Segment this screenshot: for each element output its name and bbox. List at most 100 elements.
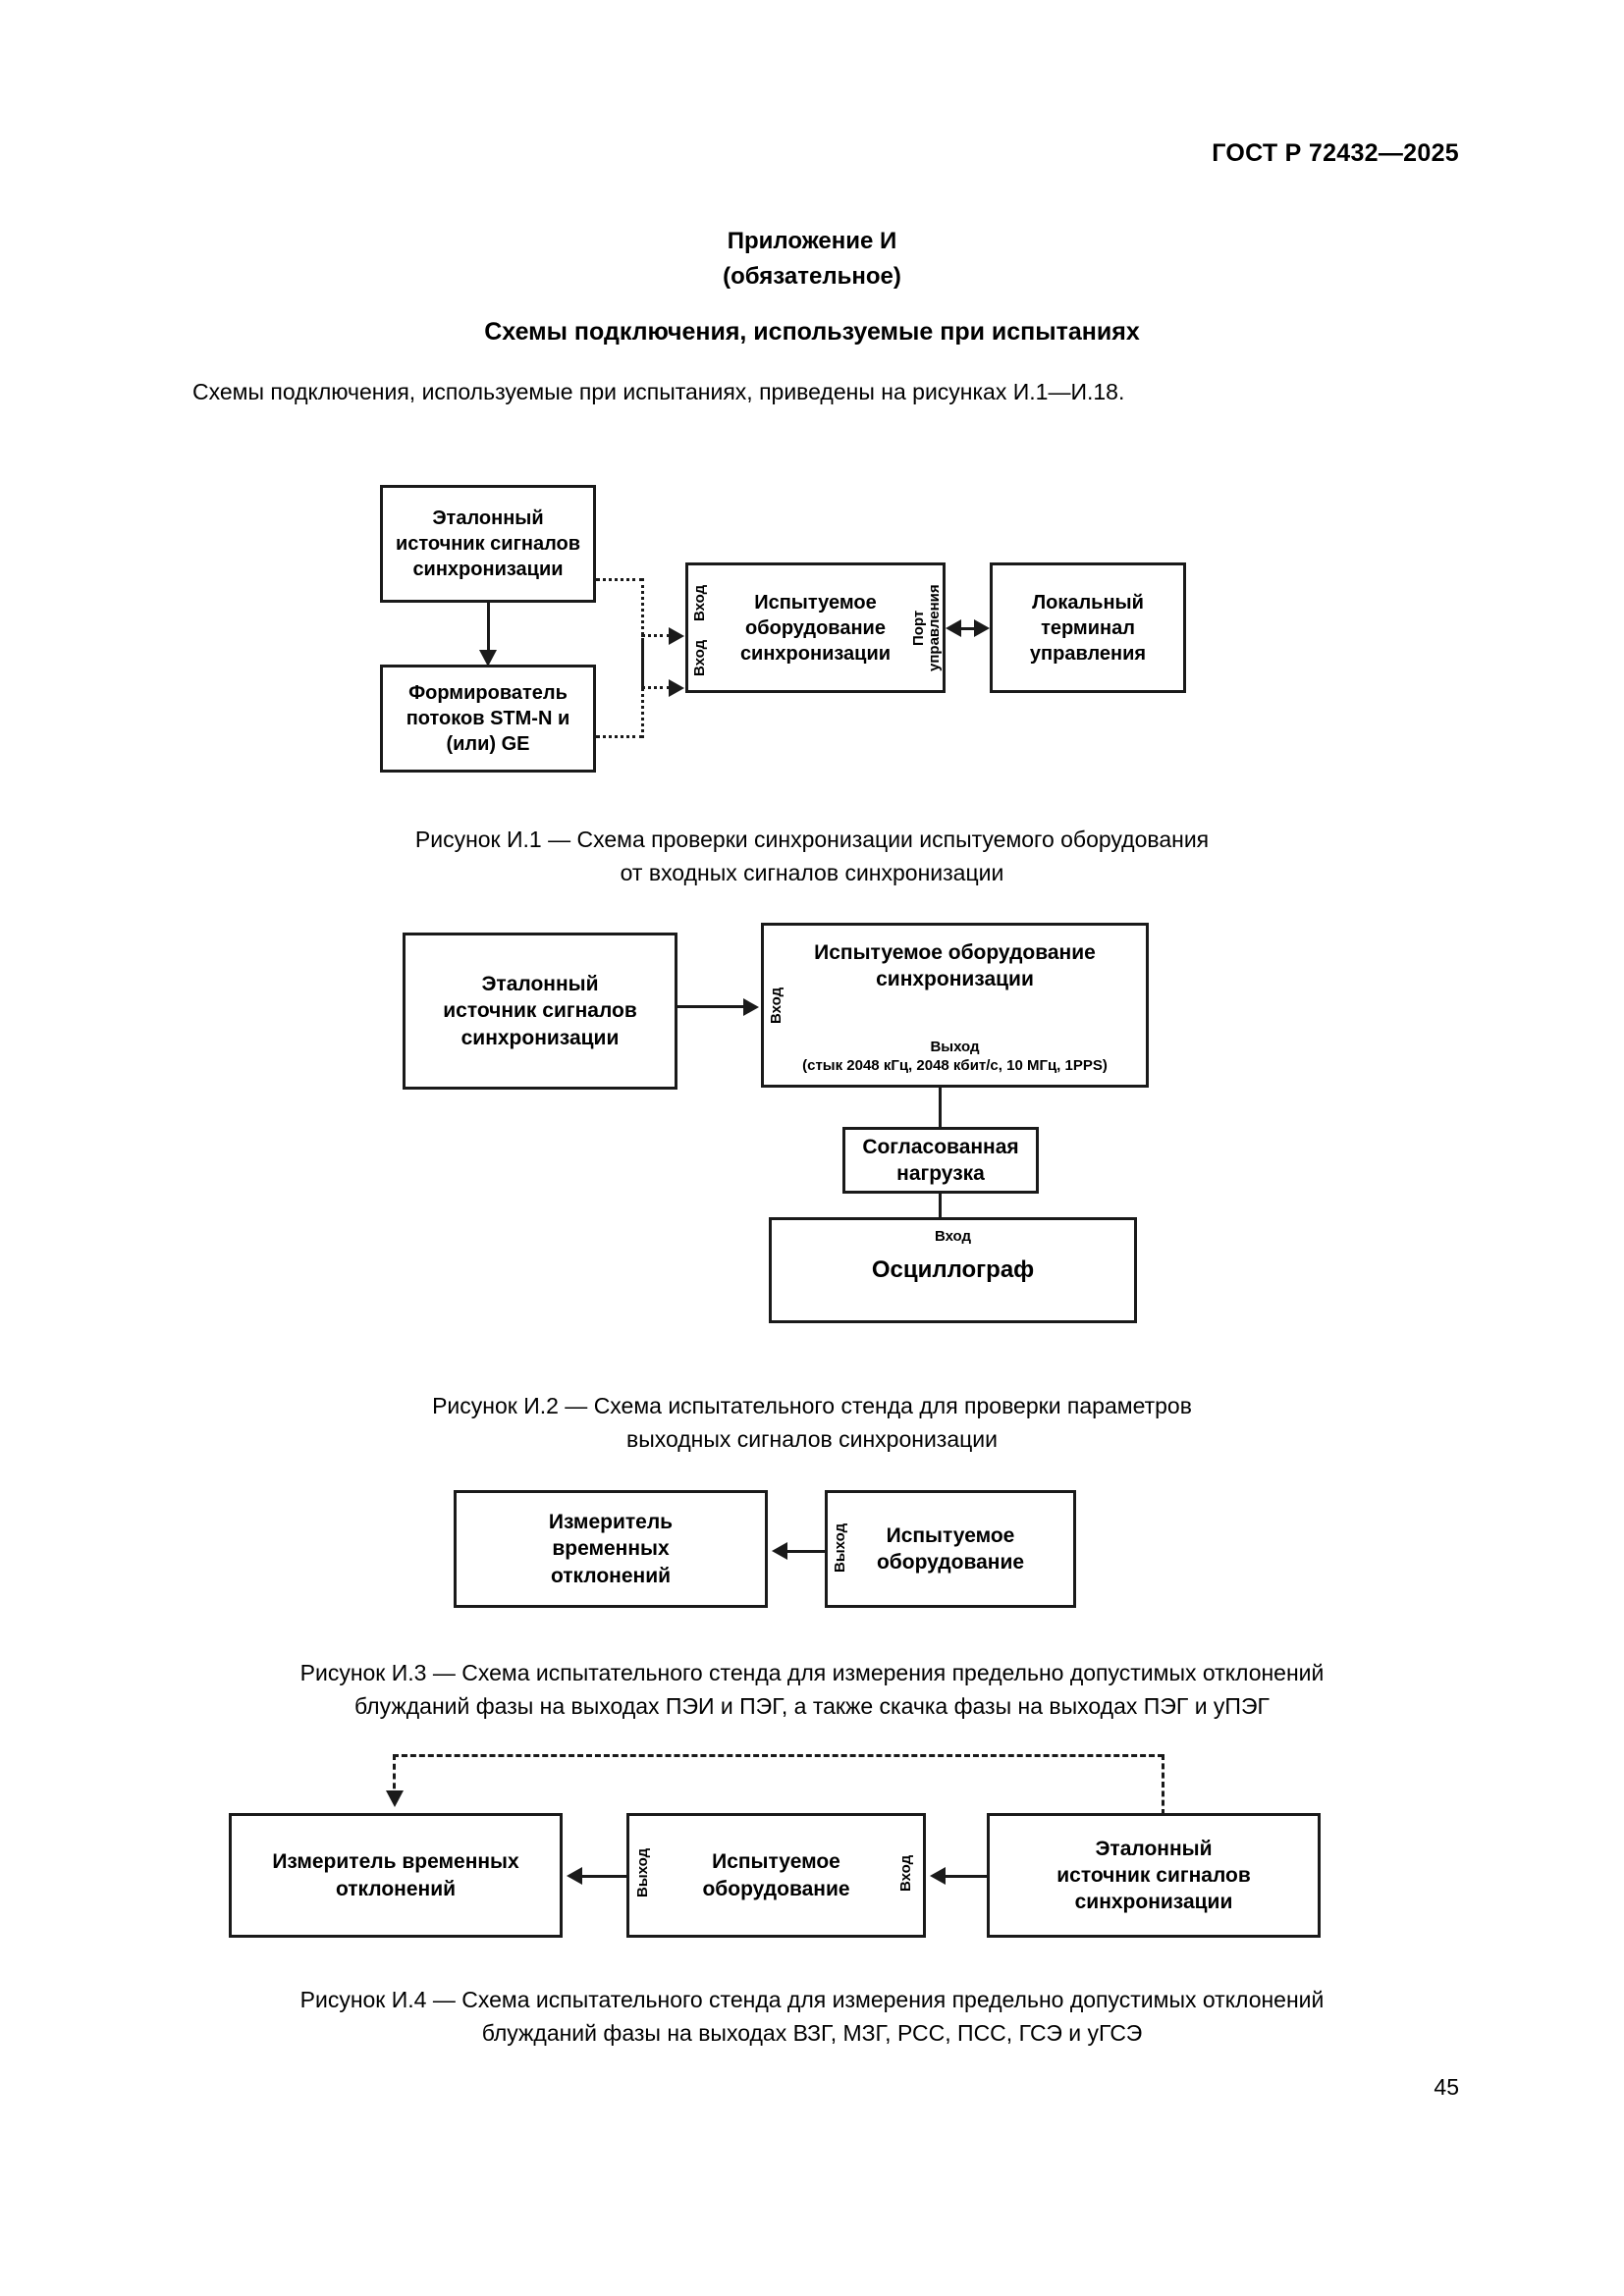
- arrowhead-right-dut-i2: [743, 998, 759, 1016]
- block-line-2: оборудование: [745, 616, 886, 639]
- block-line-1: Испытуемое: [754, 591, 877, 614]
- arrowhead-down-tie-i4: [386, 1790, 404, 1807]
- block-line-2: временных: [552, 1537, 670, 1561]
- block-line-1: Формирователь: [408, 682, 568, 704]
- block-line-1: Локальный: [1032, 591, 1144, 614]
- block-reference-source-i2: Эталонный источник сигналов синхронизаци…: [403, 933, 677, 1090]
- block-line-2: потоков STM-N и: [406, 708, 570, 729]
- block-line-2: оборудование: [876, 1551, 1025, 1574]
- page-number: 45: [1434, 2074, 1459, 2100]
- block-line-3: синхронизации: [460, 1026, 620, 1049]
- dotted-connector-top-in-i1: [641, 686, 671, 689]
- caption-line-1: Рисунок И.4 — Схема испытательного стенд…: [299, 1987, 1325, 2012]
- port-label-input-i2: Вход: [768, 987, 785, 1024]
- dotted-connector-bottom-i1: [596, 735, 643, 738]
- port-label-output-i4: Выход: [634, 1847, 651, 1898]
- caption-line-2: блужданий фазы на выходах ПЭИ и ПЭГ, а т…: [354, 1693, 1270, 1719]
- caption-line-1: Рисунок И.2 — Схема испытательного стенд…: [432, 1393, 1192, 1418]
- port-label-output-i3: Выход: [832, 1522, 848, 1574]
- block-reference-source-i4: Эталонный источник сигналов синхронизаци…: [987, 1813, 1321, 1938]
- block-line-3: синхронизации: [412, 559, 564, 580]
- arrowhead-left-tie-connector-i4: [567, 1867, 582, 1885]
- annex-title: Приложение И: [727, 228, 897, 254]
- arrowhead-right-dut-a-i1: [669, 679, 684, 697]
- annex-subtitle: (обязательное): [723, 263, 901, 290]
- connector-terminal-i1: [957, 627, 979, 630]
- connector-load-to-scope-i2: [939, 1194, 942, 1237]
- block-dut-i2: Испытуемое оборудование синхронизации: [761, 923, 1149, 1088]
- block-line-2: нагрузка: [896, 1162, 985, 1185]
- figure-caption-i3: Рисунок И.3 — Схема испытательного стенд…: [0, 1656, 1624, 1723]
- block-tie-meter-i3: Измеритель временных отклонений: [454, 1490, 768, 1608]
- block-line-1: Эталонный: [481, 973, 599, 996]
- figure-caption-i4: Рисунок И.4 — Схема испытательного стенд…: [0, 1983, 1624, 2050]
- intro-paragraph: Схемы подключения, используемые при испы…: [192, 379, 1125, 404]
- dashed-feedback-horizontal-i4: [393, 1754, 1164, 1757]
- block-reference-source-i1: Эталонный источник сигналов синхронизаци…: [380, 485, 596, 603]
- port-label-line-1: Порт: [910, 610, 927, 647]
- block-line-2: синхронизации: [876, 968, 1034, 991]
- block-line-1: Измеритель: [548, 1511, 674, 1534]
- port-label-line-2: управления: [925, 584, 943, 672]
- block-line-2: оборудование: [702, 1877, 850, 1900]
- figure-caption-i1: Рисунок И.1 — Схема проверки синхронизац…: [0, 823, 1624, 889]
- port-label-input-b-i1: Вход: [691, 639, 708, 676]
- block-dut-i3: Испытуемое оборудование: [825, 1490, 1076, 1608]
- block-line-3: управления: [1029, 642, 1147, 665]
- block-line-1: Согласованная: [862, 1135, 1019, 1158]
- arrowhead-right-dut-b-i1: [669, 627, 684, 645]
- block-tie-meter-i4: Измеритель временных отклонений: [229, 1813, 563, 1938]
- block-line-1: Эталонный: [432, 507, 544, 529]
- connector-dut-to-tie-i4: [580, 1875, 630, 1878]
- port-label-mgmt-port-i1: Порт управления: [910, 573, 943, 683]
- dashed-feedback-left-i4: [393, 1754, 396, 1798]
- port-output-title: Выход: [930, 1039, 980, 1055]
- caption-line-2: от входных сигналов синхронизации: [620, 860, 1004, 885]
- block-line-1: Испытуемое: [712, 1850, 840, 1874]
- port-label-input-i4: Вход: [897, 1854, 914, 1892]
- arrowhead-left-terminal-i1: [946, 619, 961, 637]
- connector-source-to-dut-i4: [944, 1875, 991, 1878]
- block-line-2: терминал: [1041, 616, 1135, 639]
- block-line-2: источник сигналов: [395, 533, 581, 555]
- block-line-1: Испытуемое: [886, 1523, 1015, 1547]
- block-oscilloscope-i2: Осциллограф: [769, 1217, 1137, 1323]
- block-dut-i1: Испытуемое оборудование синхронизации: [685, 562, 946, 693]
- dotted-connector-bottom-vertical-i1: [641, 634, 644, 738]
- caption-line-2: выходных сигналов синхронизации: [625, 1426, 999, 1452]
- block-line-3: отклонений: [550, 1564, 672, 1587]
- block-line-1: Измеритель временных: [272, 1850, 519, 1874]
- port-label-output-i2: Выход (стык 2048 кГц, 2048 кбит/с, 10 МГ…: [761, 1039, 1149, 1076]
- port-output-spec: (стык 2048 кГц, 2048 кбит/с, 10 МГц, 1PP…: [802, 1056, 1108, 1074]
- block-line-2: источник сигналов: [443, 999, 637, 1023]
- arrowhead-down-i1: [479, 650, 497, 667]
- arrowhead-right-terminal-i1: [974, 619, 990, 637]
- block-matched-load-i2: Согласованная нагрузка: [842, 1127, 1039, 1194]
- arrowhead-left-tie-i3: [772, 1542, 787, 1560]
- block-line-1: Эталонный: [1095, 1837, 1213, 1860]
- arrowhead-left-dut-i4: [930, 1867, 946, 1885]
- block-line-2: источник сигналов: [1056, 1863, 1251, 1887]
- caption-line-1: Рисунок И.1 — Схема проверки синхронизац…: [414, 827, 1210, 852]
- figure-caption-i2: Рисунок И.2 — Схема испытательного стенд…: [0, 1389, 1624, 1456]
- dashed-feedback-right-i4: [1162, 1754, 1164, 1815]
- block-line-3: синхронизации: [1074, 1891, 1233, 1914]
- annex-heading-block: Приложение И (обязательное): [0, 224, 1624, 294]
- section-title: Схемы подключения, используемые при испы…: [484, 318, 1140, 346]
- dotted-connector-top-vertical-i1: [641, 578, 644, 688]
- block-line-3: синхронизации: [739, 642, 892, 665]
- block-line-2: отклонений: [335, 1877, 457, 1900]
- dotted-connector-bottom-in-i1: [641, 634, 671, 637]
- block-line-1: Испытуемое оборудование: [814, 941, 1096, 964]
- caption-line-2: блужданий фазы на выходах ВЗГ, МЗГ, РСС,…: [481, 2020, 1143, 2046]
- block-local-terminal-i1: Локальный терминал управления: [990, 562, 1186, 693]
- connector-source-to-dut-i2: [677, 1005, 748, 1008]
- block-dut-i4: Испытуемое оборудование: [626, 1813, 926, 1938]
- document-header: ГОСТ Р 72432—2025: [1212, 139, 1459, 167]
- caption-line-1: Рисунок И.3 — Схема испытательного стенд…: [299, 1660, 1325, 1685]
- block-oscilloscope-label: Осциллограф: [871, 1256, 1035, 1284]
- port-label-input-a-i1: Вход: [691, 584, 708, 621]
- block-line-3: (или) GE: [446, 733, 530, 755]
- block-stream-generator-i1: Формирователь потоков STM-N и (или) GE: [380, 665, 596, 773]
